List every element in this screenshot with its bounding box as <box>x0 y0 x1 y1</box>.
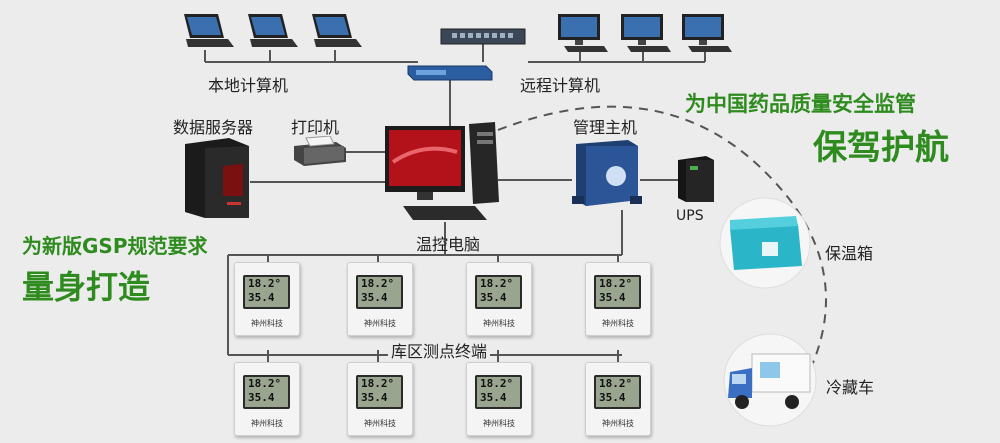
refrigerated-truck-icon <box>723 333 817 427</box>
printer-label: 打印机 <box>291 118 340 137</box>
sensor-terminal: 18.2°35.4 神州科技 <box>466 262 532 336</box>
insulated-box-icon <box>719 197 811 289</box>
laptop-icon <box>184 14 234 47</box>
sensor-terminal: 18.2°35.4 神州科技 <box>466 362 532 436</box>
ups-label: UPS <box>676 208 704 224</box>
control-pc-icon <box>385 122 499 220</box>
left-slogan-line2: 量身打造 <box>22 268 151 306</box>
network-switch-icon <box>440 28 526 45</box>
sensor-terminal: 18.2°35.4 神州科技 <box>585 262 651 336</box>
sensor-display: 18.2°35.4 <box>475 275 522 309</box>
sensor-terminal: 18.2°35.4 神州科技 <box>585 362 651 436</box>
sensor-display: 18.2°35.4 <box>243 275 290 309</box>
remote-pc-label: 远程计算机 <box>520 76 601 95</box>
sensor-display: 18.2°35.4 <box>594 275 641 309</box>
sensor-terminal: 18.2°35.4 神州科技 <box>234 362 300 436</box>
desktop-monitor-icon <box>621 14 671 52</box>
ups-icon <box>678 156 714 202</box>
sensor-display: 18.2°35.4 <box>475 375 522 409</box>
sensor-display: 18.2°35.4 <box>243 375 290 409</box>
control-pc-label: 温控电脑 <box>416 235 481 254</box>
desktop-monitor-icon <box>682 14 732 52</box>
insulated-box-label: 保温箱 <box>825 244 874 263</box>
sensor-terminal: 18.2°35.4 神州科技 <box>347 262 413 336</box>
right-slogan-line2: 保驾护航 <box>813 128 949 168</box>
right-slogan-line1: 为中国药品质量安全监管 <box>685 92 916 116</box>
printer-icon <box>294 136 346 166</box>
sensor-display: 18.2°35.4 <box>356 275 403 309</box>
laptop-icon <box>248 14 298 47</box>
sensor-terminal: 18.2°35.4 神州科技 <box>347 362 413 436</box>
manager-host-label: 管理主机 <box>573 118 638 137</box>
data-server-label: 数据服务器 <box>173 118 254 137</box>
router-icon <box>407 65 493 81</box>
desktop-monitor-icon <box>558 14 608 52</box>
sensor-display: 18.2°35.4 <box>356 375 403 409</box>
laptop-icon <box>312 14 362 47</box>
left-slogan-line1: 为新版GSP规范要求 <box>22 234 208 258</box>
gateway-device-icon <box>572 140 642 206</box>
local-pc-label: 本地计算机 <box>208 76 289 95</box>
server-tower-icon <box>185 138 249 218</box>
sensor-display: 18.2°35.4 <box>594 375 641 409</box>
sensor-terminal: 18.2°35.4 神州科技 <box>234 262 300 336</box>
truck-label: 冷藏车 <box>826 378 875 397</box>
sensors-label: 库区测点终端 <box>388 338 491 362</box>
